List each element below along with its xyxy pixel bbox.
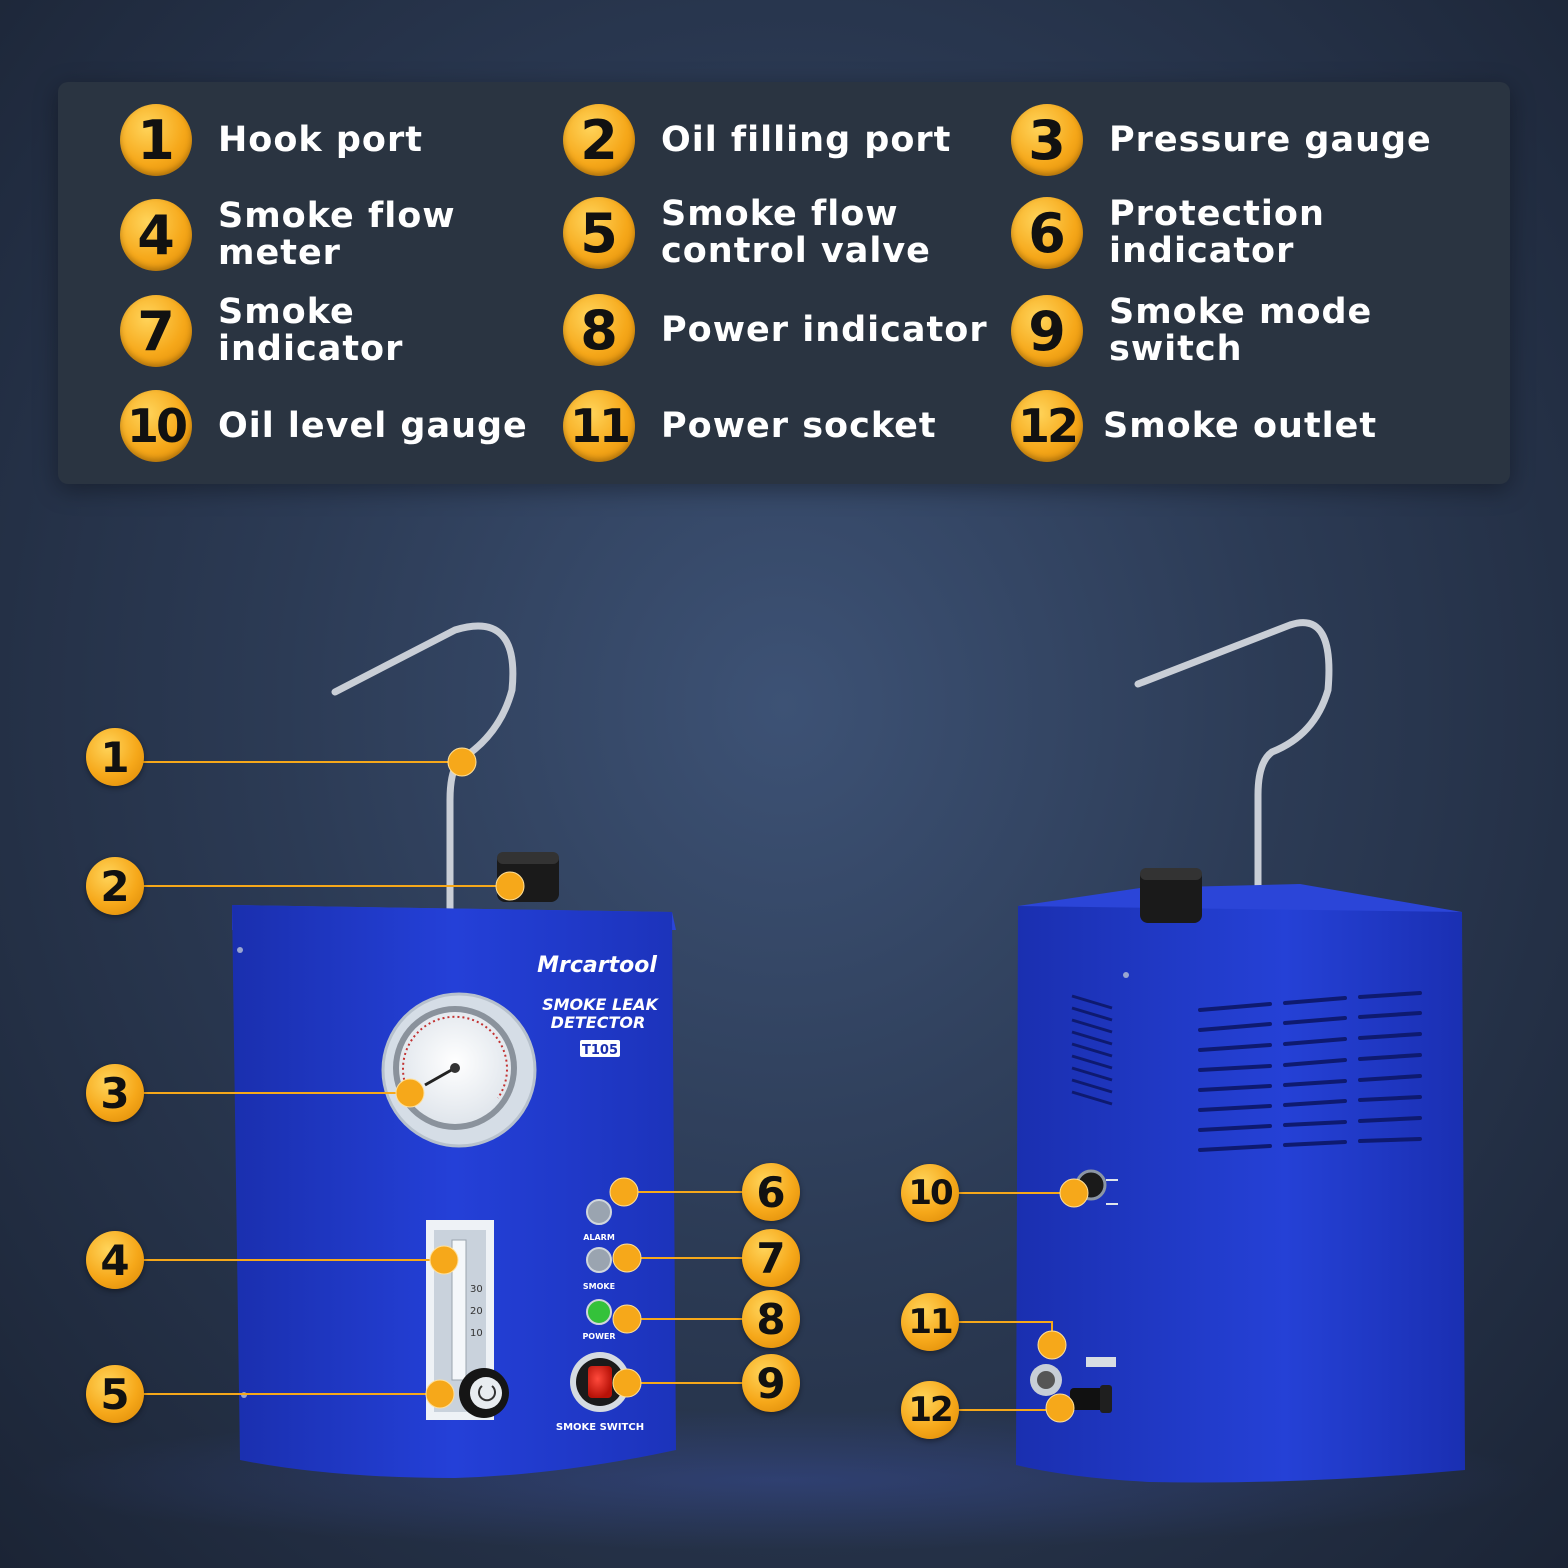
callout-badge-8: 8 [742,1290,800,1348]
legend-number-badge: 2 [563,104,635,176]
hook-icon [331,622,517,936]
callout-badge-12: 12 [901,1381,959,1439]
callout-leader-lines [140,761,1074,1411]
legend-label: Power socket [661,405,937,446]
callout-badge-5: 5 [86,1365,144,1423]
brand-logo: Mrcartool [537,953,657,978]
smoke-indicator-light-icon [586,1247,612,1273]
callout-badge-9: 9 [742,1354,800,1412]
legend-item-pressure-gauge: 3 Pressure gauge [1011,104,1432,176]
legend-label: Oil level gauge [218,405,528,446]
hook-icon [1134,619,1333,934]
legend-label: Smoke flow control valve [661,194,931,271]
legend-label: Smoke indicator [218,292,404,369]
legend-item-power-indicator: 8 Power indicator [563,294,988,366]
callout-anchor-dots [395,747,1089,1423]
pressure-gauge-icon [381,992,537,1148]
legend-label: Power indicator [661,309,988,350]
svg-text:20: 20 [470,1306,483,1317]
legend-item-smoke-mode-switch: 9 Smoke mode switch [1011,294,1372,368]
callout-badge-4: 4 [86,1231,144,1289]
callout-badge-2: 2 [86,857,144,915]
legend-item-oil-filling-port: 2 Oil filling port [563,104,951,176]
legend-label: Hook port [218,119,423,160]
product-name-line2: DETECTOR [551,1013,646,1032]
legend-label: Smoke flow meter [218,196,456,273]
legend-label: Pressure gauge [1109,119,1432,160]
model-number: T105 [582,1043,618,1058]
smoke-label: SMOKE [583,1282,615,1291]
legend-item-protection-indicator: 6 Protection indicator [1011,196,1325,270]
side-vent-icon [1071,994,1113,1106]
smoke-outlet-icon [1070,1385,1112,1413]
legend-number-badge: 10 [120,390,192,462]
back-unit-body [1016,906,1465,1483]
legend-item-oil-level-gauge: 10 Oil level gauge [120,390,528,462]
back-unit [1016,619,1465,1483]
front-unit-body [232,905,676,1478]
svg-text:30: 30 [470,1284,483,1295]
legend-number-badge: 3 [1011,104,1083,176]
power-socket-icon [1030,1364,1062,1396]
legend-number-badge: 1 [120,104,192,176]
callout-badge-11: 11 [901,1293,959,1351]
legend-item-smoke-flow-meter: 4 Smoke flow meter [120,198,456,272]
callout-badge-1: 1 [86,728,144,786]
legend-number-badge: 7 [120,295,192,367]
legend-label: Protection indicator [1109,194,1325,271]
callout-badge-10: 10 [901,1164,959,1222]
control-valve-knob-icon [459,1368,509,1418]
legend-number-badge: 6 [1011,197,1083,269]
callout-badge-3: 3 [86,1064,144,1122]
legend-label: Smoke mode switch [1109,292,1373,369]
legend-item-smoke-indicator: 7 Smoke indicator [120,294,403,368]
legend-item-hook-port: 1 Hook port [120,104,423,176]
rear-vent-icon [1198,991,1422,1152]
callout-badge-7: 7 [742,1229,800,1287]
oil-cap-knob-icon [1140,868,1202,923]
product-name-line1: SMOKE LEAK [542,995,659,1014]
power-indicator-light-icon [586,1299,612,1325]
smoke-switch-icon [570,1352,630,1412]
callout-badge-6: 6 [742,1163,800,1221]
svg-text:10: 10 [470,1328,483,1339]
legend-number-badge: 12 [1011,390,1083,462]
alarm-label: ALARM [583,1233,615,1242]
legend-item-smoke-flow-control-valve: 5 Smoke flow control valve [563,196,931,270]
legend-label: Smoke outlet [1103,405,1378,446]
legend-item-smoke-outlet: 12 Smoke outlet [1011,390,1377,462]
legend-number-badge: 8 [563,294,635,366]
legend-item-power-socket: 11 Power socket [563,390,937,462]
alarm-indicator-light-icon [586,1199,612,1225]
legend-number-badge: 9 [1011,295,1083,367]
legend-number-badge: 4 [120,199,192,271]
power-label: POWER [582,1332,615,1341]
legend-panel: 1 Hook port 2 Oil filling port 3 Pressur… [58,82,1510,484]
legend-label: Oil filling port [661,119,952,160]
smoke-switch-label: SMOKE SWITCH [556,1422,644,1433]
legend-number-badge: 5 [563,197,635,269]
legend-number-badge: 11 [563,390,635,462]
